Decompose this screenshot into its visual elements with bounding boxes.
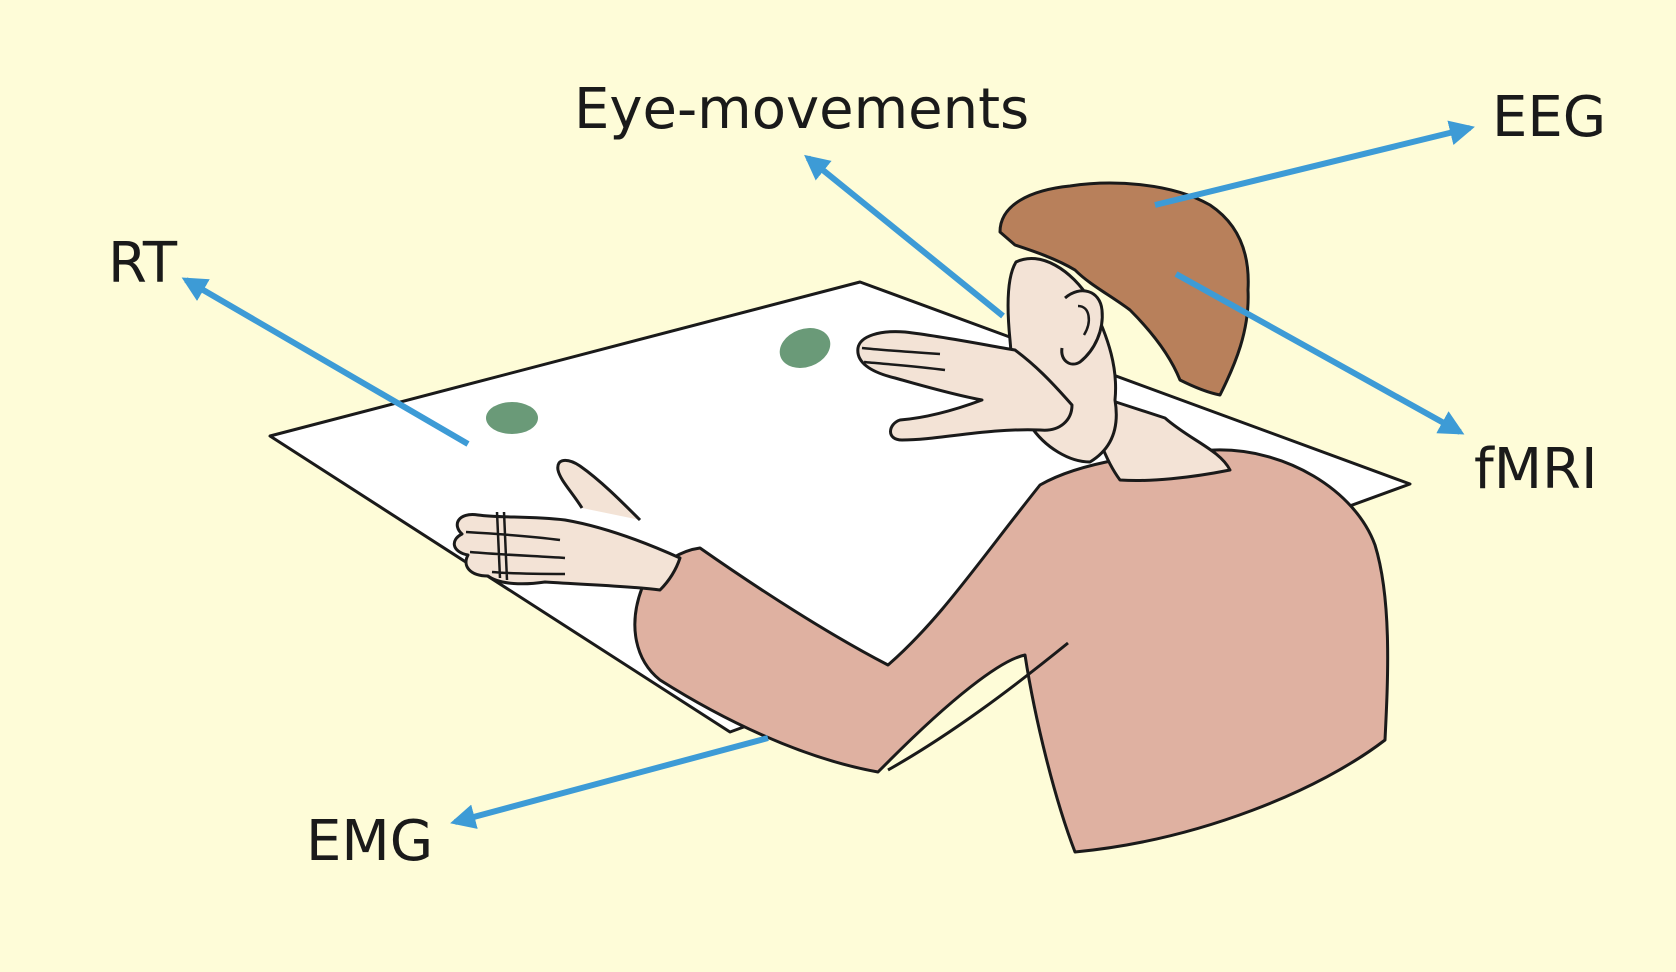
paper-sheet [268,280,1412,734]
left-thumb [556,459,642,522]
arrow-eeg [1154,120,1475,208]
arrow-fmri [1174,271,1465,435]
arm-crease [887,641,1069,772]
label-fmri: fMRI [1474,437,1598,502]
left-hand [452,513,682,592]
ear [1060,289,1104,366]
right-hand-fingers [861,346,946,372]
left-hand-fingers [465,511,566,581]
shirt-torso [633,448,1390,854]
arrow-eye-movements [804,154,1005,319]
target-spot-left [486,402,538,434]
label-eeg: EEG [1492,85,1607,150]
right-hand [856,330,1074,442]
label-rt: RT [108,231,178,296]
arrow-rt [181,277,470,447]
label-emg: EMG [306,809,434,874]
hair [998,181,1250,397]
arrow-emg [450,735,769,829]
ear-inner [1077,304,1091,336]
neck [1083,390,1232,483]
target-spot-right [779,328,831,368]
label-eye-movements: Eye-movements [574,77,1030,142]
